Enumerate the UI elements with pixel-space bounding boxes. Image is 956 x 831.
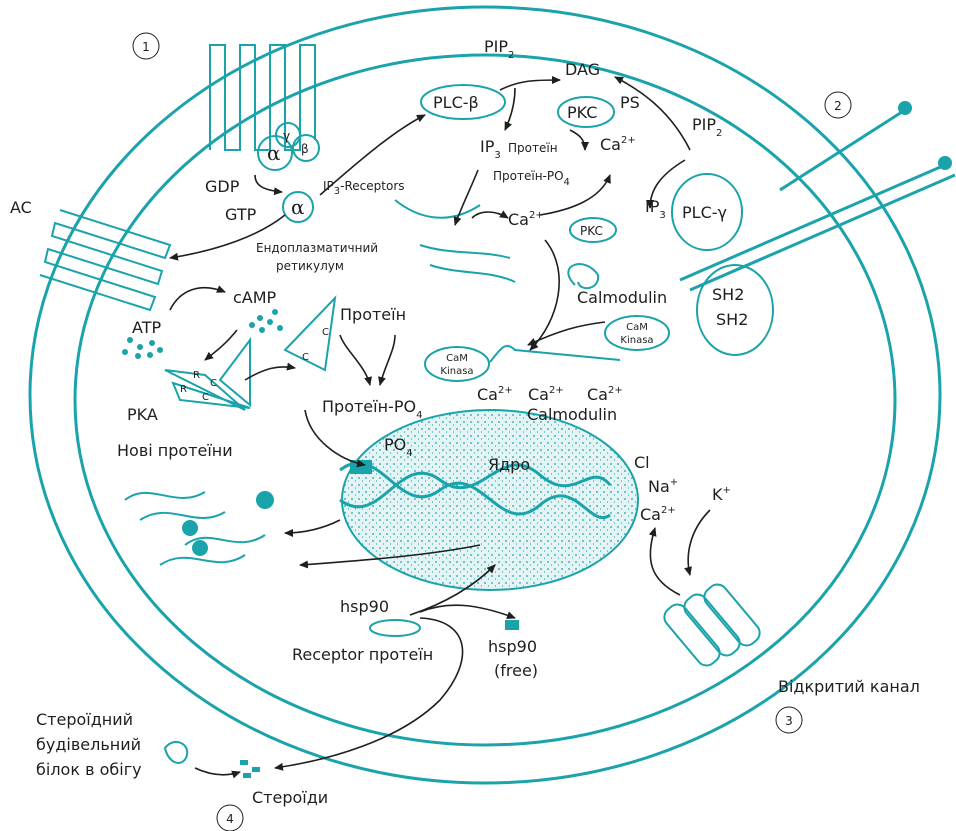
label-c1: C bbox=[210, 378, 217, 389]
label-camp: cAMP bbox=[233, 288, 277, 307]
label-gtp: GTP bbox=[225, 205, 257, 224]
label-cam-kinasa-left-1: CaM bbox=[446, 353, 468, 364]
label-nucleus: Ядро bbox=[488, 455, 530, 474]
label-protein-po4-mid: Протеїн-PO4 bbox=[322, 397, 422, 421]
hsp90-free-block bbox=[505, 620, 519, 630]
label-r2: R bbox=[180, 384, 187, 395]
label-ca-cal-1: Ca2+ bbox=[477, 385, 513, 404]
label-new-proteins: Нові протеїни bbox=[117, 441, 233, 460]
receptor-protein-shape bbox=[370, 620, 420, 636]
svg-text:2: 2 bbox=[834, 99, 842, 113]
label-pip2-top: PIP2 bbox=[484, 37, 514, 61]
label-steroid-2: будівельний bbox=[36, 735, 141, 754]
label-cam-kinasa-left-2: Kinasa bbox=[440, 366, 473, 377]
label-ac: AC bbox=[10, 198, 32, 217]
label-steroid-1: Стероїдний bbox=[36, 710, 133, 729]
calmodulin-curl bbox=[568, 264, 598, 288]
label-sh2-1: SH2 bbox=[712, 285, 744, 304]
label-c3: C bbox=[302, 352, 309, 363]
svg-text:4: 4 bbox=[226, 812, 234, 826]
label-alpha-1: α bbox=[267, 141, 281, 165]
label-ca-cal-3: Ca2+ bbox=[587, 385, 623, 404]
label-steroid-3: білок в обігу bbox=[36, 760, 142, 779]
label-ip3-top: IP3 bbox=[480, 137, 501, 161]
label-receptor-protein: Receptor протеїн bbox=[292, 645, 433, 664]
label-open-channel: Відкритий канал bbox=[778, 677, 920, 696]
endoplasmic-reticulum bbox=[395, 200, 515, 282]
marker-2: 2 bbox=[825, 92, 851, 118]
label-calmodulin-top: Calmodulin bbox=[577, 288, 667, 307]
svg-text:1: 1 bbox=[142, 40, 150, 54]
label-steroids: Стероїди bbox=[252, 788, 328, 807]
label-ca-mid: Ca2+ bbox=[508, 210, 544, 229]
steroid-protein-shape bbox=[165, 742, 187, 763]
label-na: Na+ bbox=[648, 477, 678, 496]
label-alpha-2: α bbox=[291, 195, 305, 219]
pka-complex bbox=[165, 298, 335, 410]
label-ca-channel: Ca2+ bbox=[640, 505, 676, 524]
ion-channel bbox=[660, 580, 763, 669]
camp-dots bbox=[249, 309, 283, 333]
marker-4: 4 bbox=[217, 805, 243, 831]
label-c2: C bbox=[202, 392, 209, 403]
label-hsp90-free-2: (free) bbox=[494, 661, 538, 680]
label-plc-beta: PLC-β bbox=[433, 93, 479, 112]
label-protein-mid: Протеїн bbox=[340, 305, 406, 324]
label-gamma: γ bbox=[283, 129, 290, 143]
label-ca-top: Ca2+ bbox=[600, 135, 636, 154]
label-ip3-right: IP3 bbox=[645, 197, 666, 221]
label-cam-kinasa-right-2: Kinasa bbox=[620, 335, 653, 346]
label-ca-cal-2: Ca2+ bbox=[528, 385, 564, 404]
label-dag: DAG bbox=[565, 60, 600, 79]
label-cl: Cl bbox=[634, 453, 650, 472]
label-cam-kinasa-right-1: CaM bbox=[626, 322, 648, 333]
label-ps: PS bbox=[620, 93, 640, 112]
label-hsp90: hsp90 bbox=[340, 597, 389, 616]
label-er-line1: Ендоплазматичний bbox=[256, 241, 378, 255]
steroid-dots bbox=[240, 760, 260, 778]
label-plc-gamma: PLC-γ bbox=[682, 203, 727, 222]
label-beta: β bbox=[301, 142, 309, 156]
label-pip2-right: PIP2 bbox=[692, 115, 722, 139]
label-c4: C bbox=[322, 327, 329, 338]
label-sh2-2: SH2 bbox=[716, 310, 748, 329]
label-r1: R bbox=[193, 370, 200, 381]
label-pkc-mid: PKC bbox=[580, 224, 603, 238]
marker-1: 1 bbox=[133, 33, 159, 59]
label-pkc-top: PKC bbox=[567, 103, 597, 122]
new-proteins-squiggles bbox=[125, 491, 274, 565]
label-calmodulin-bottom: Calmodulin bbox=[527, 405, 617, 424]
label-protein-po4-top: Протеїн-PO4 bbox=[493, 169, 570, 188]
label-gdp: GDP bbox=[205, 177, 240, 196]
atp-dots bbox=[122, 337, 163, 359]
label-er-line2: ретикулум bbox=[276, 259, 344, 273]
label-hsp90-free-1: hsp90 bbox=[488, 637, 537, 656]
calmodulin-chain bbox=[490, 346, 620, 362]
svg-text:3: 3 bbox=[785, 714, 793, 728]
label-pka: PKA bbox=[127, 405, 158, 424]
label-atp: ATP bbox=[132, 318, 161, 337]
label-k: K+ bbox=[712, 485, 731, 504]
marker-3: 3 bbox=[776, 707, 802, 733]
label-protein-top: Протеїн bbox=[508, 141, 558, 155]
